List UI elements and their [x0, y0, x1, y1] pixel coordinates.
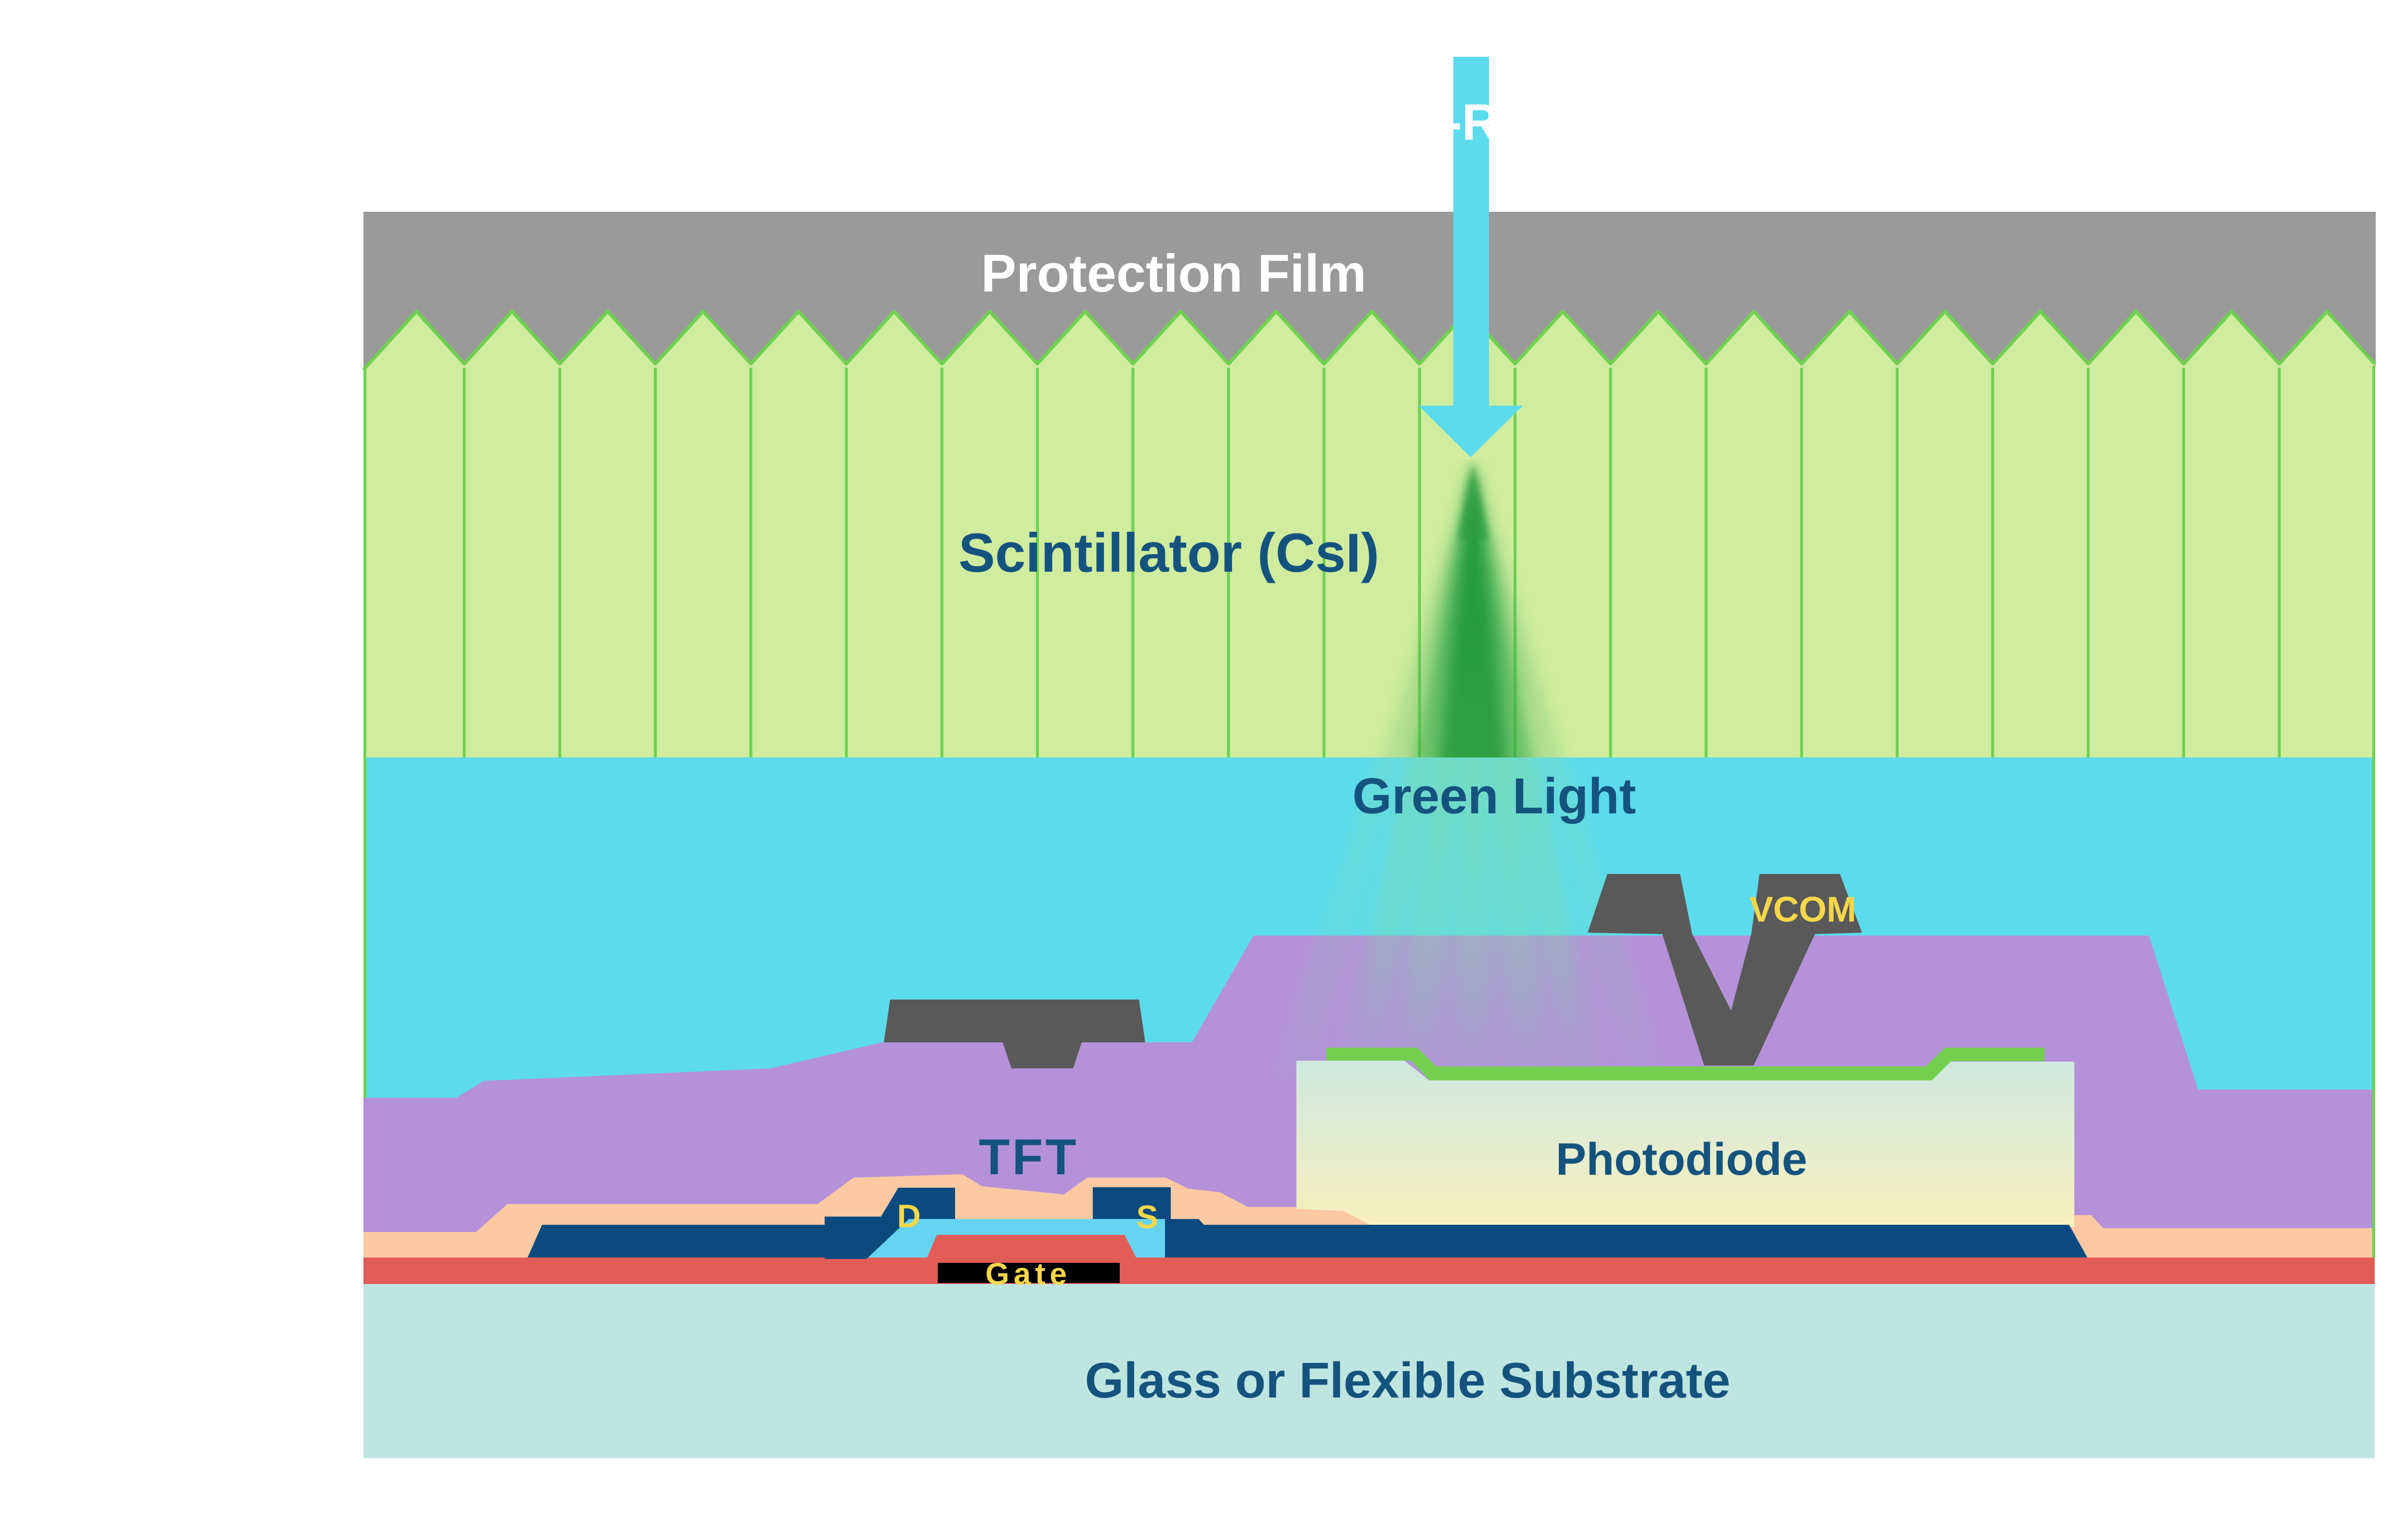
svg-text:D: D: [897, 1198, 920, 1234]
svg-text:VCOM: VCOM: [1749, 889, 1856, 929]
svg-text:TFT: TFT: [979, 1129, 1078, 1185]
svg-text:Photodiode: Photodiode: [1556, 1134, 1807, 1185]
svg-text:Glass or Flexible Substrate: Glass or Flexible Substrate: [1085, 1353, 1731, 1409]
svg-text:X-Ray: X-Ray: [1411, 94, 1556, 151]
svg-text:Protection Film: Protection Film: [981, 244, 1367, 303]
svg-text:Gate: Gate: [985, 1257, 1071, 1291]
svg-text:Scintillator (CsI): Scintillator (CsI): [958, 523, 1379, 584]
svg-text:Green Light: Green Light: [1352, 768, 1636, 824]
svg-text:S: S: [1136, 1199, 1158, 1235]
